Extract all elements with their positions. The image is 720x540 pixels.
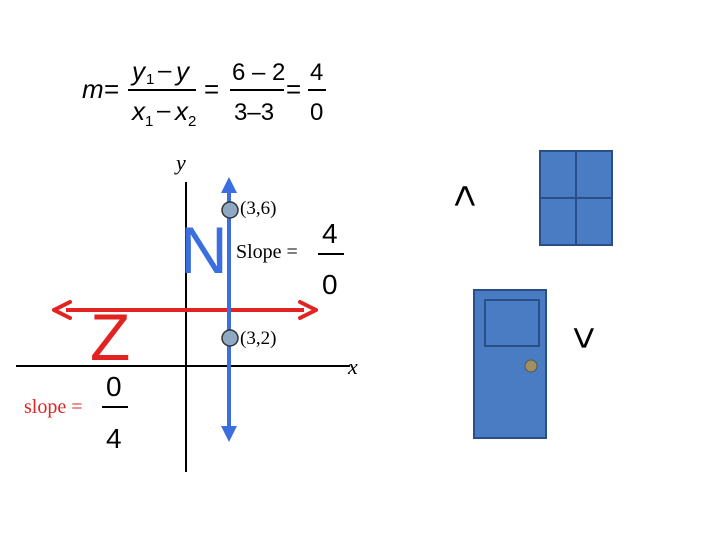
horizontal-slope-numerator: 0 xyxy=(106,371,122,402)
door-window-panel xyxy=(484,299,540,347)
horizontal-slope-annotation: slope = 0 4 xyxy=(24,371,128,454)
window-icon xyxy=(539,150,613,246)
formula-eq1: = xyxy=(204,74,219,104)
arrowhead-left-icon xyxy=(52,300,72,320)
y-axis-label: y xyxy=(174,150,186,175)
formula-den2: 3–3 xyxy=(234,99,274,126)
formula-x2-sub: 2 xyxy=(188,113,196,130)
undefined-slope-letter-n: N xyxy=(180,213,228,287)
point-top: (3,6) xyxy=(221,198,276,219)
vertical-slope-numerator: 4 xyxy=(322,218,338,249)
arrowhead-up-icon xyxy=(221,177,237,193)
formula-x1: x xyxy=(130,96,146,126)
formula-num2: 6 – 2 xyxy=(232,59,285,86)
vertical-slope-label: Slope = xyxy=(236,241,298,263)
formula-den3: 0 xyxy=(310,99,323,126)
formula-y1: y xyxy=(130,56,147,86)
greater-than-symbol: > xyxy=(443,184,487,207)
point-bottom: (3,2) xyxy=(221,328,276,349)
door-icon xyxy=(473,289,547,439)
formula-minus1: – xyxy=(158,57,172,84)
formula-lhs: m= xyxy=(82,74,119,104)
point-bottom-label: (3,2) xyxy=(240,328,276,349)
arrowhead-down-icon xyxy=(221,426,237,442)
horizontal-slope-denominator: 4 xyxy=(106,423,122,454)
point-top-label: (3,6) xyxy=(240,198,276,219)
formula-y2: y xyxy=(174,56,191,86)
less-than-symbol: < xyxy=(562,326,606,349)
formula-x1-sub: 1 xyxy=(145,113,153,130)
formula-minus2: – xyxy=(157,97,171,124)
horizontal-line: Z xyxy=(52,300,318,374)
zero-slope-letter-z: Z xyxy=(90,300,130,374)
coordinate-axes: y x xyxy=(16,150,358,472)
x-axis-label: x xyxy=(347,354,358,379)
vertical-slope-denominator: 0 xyxy=(322,269,338,300)
arrowhead-right-icon xyxy=(298,300,318,320)
point-top-marker xyxy=(221,201,239,219)
formula-y1-sub: 1 xyxy=(146,71,154,88)
formula-eq2: = xyxy=(286,74,301,104)
slope-formula: m= y 1 – y x 1 – x 2 = 6 – 2 3–3 = 4 0 xyxy=(82,56,326,130)
vertical-line: N xyxy=(180,177,237,442)
horizontal-slope-label: slope = xyxy=(24,396,83,418)
formula-x2: x xyxy=(173,96,189,126)
vertical-slope-annotation: Slope = 4 0 xyxy=(236,218,344,300)
door-knob xyxy=(524,359,538,373)
point-bottom-marker xyxy=(221,329,239,347)
formula-num3: 4 xyxy=(310,59,323,86)
